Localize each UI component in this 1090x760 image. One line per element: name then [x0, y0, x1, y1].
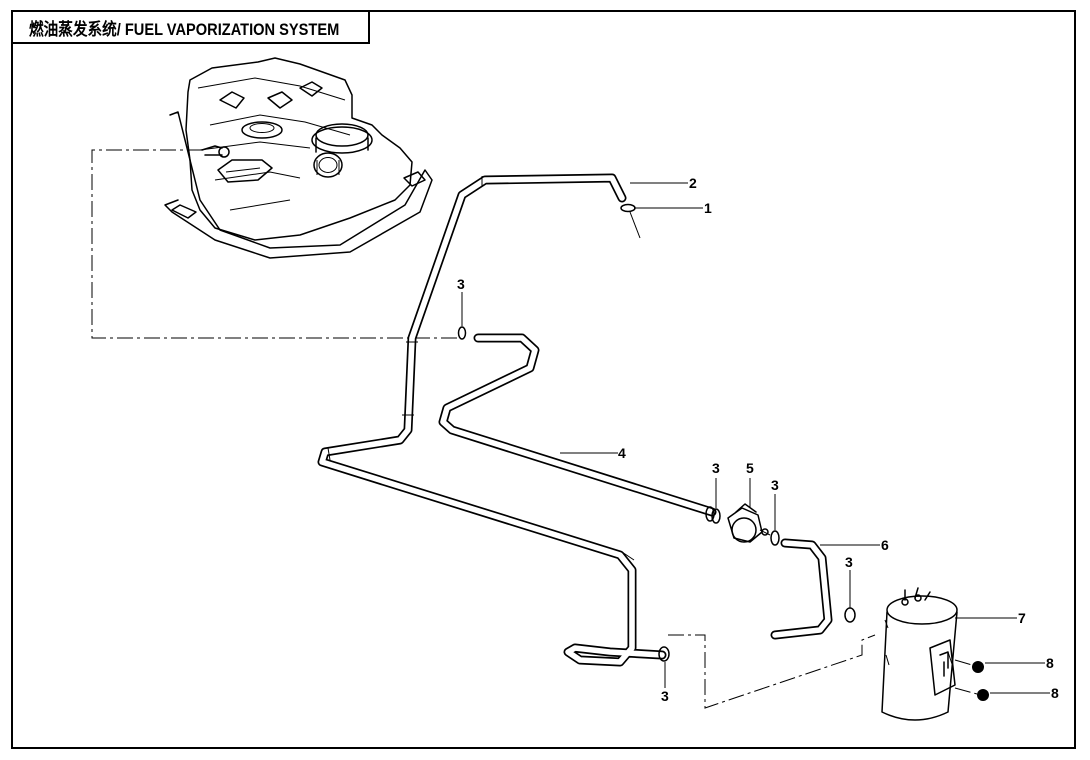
callout-1: 1 — [704, 200, 712, 216]
grommet-8-lower — [954, 687, 989, 701]
clamp-3-hose6 — [844, 607, 856, 623]
grommet-8-upper — [954, 659, 984, 673]
hose-4 — [438, 333, 717, 517]
callout-3-bottom: 3 — [661, 688, 669, 704]
callout-5: 5 — [746, 460, 754, 476]
callout-leaders — [461, 182, 1050, 694]
title-box: 燃油蒸发系统/ FUEL VAPORIZATION SYSTEM — [11, 10, 370, 44]
hose-6 — [770, 538, 833, 640]
callout-8-upper: 8 — [1046, 655, 1054, 671]
clamp-3-top — [457, 326, 467, 340]
hose-2 — [317, 173, 667, 667]
callout-3-valve-right: 3 — [771, 477, 779, 493]
callout-2: 2 — [689, 175, 697, 191]
callout-3-valve-left: 3 — [712, 460, 720, 476]
clamp-3-bottom — [658, 646, 670, 662]
fuel-tank — [164, 57, 433, 259]
clamp-3-valve-left — [705, 506, 721, 524]
page-title: 燃油蒸发系统/ FUEL VAPORIZATION SYSTEM — [29, 19, 340, 39]
callout-7: 7 — [1018, 610, 1026, 626]
clamp-3-valve-right — [770, 530, 780, 546]
callout-8-lower: 8 — [1051, 685, 1059, 701]
callout-4: 4 — [618, 445, 626, 461]
clamp-1 — [620, 203, 641, 239]
callout-3-top: 3 — [457, 276, 465, 292]
drawing-frame — [11, 10, 1076, 749]
callout-3-hose6: 3 — [845, 554, 853, 570]
valve-5 — [727, 503, 771, 543]
hose-joint-marks — [327, 176, 635, 561]
callout-6: 6 — [881, 537, 889, 553]
leader-dashed-lines — [91, 149, 876, 709]
canister-7 — [881, 587, 958, 721]
